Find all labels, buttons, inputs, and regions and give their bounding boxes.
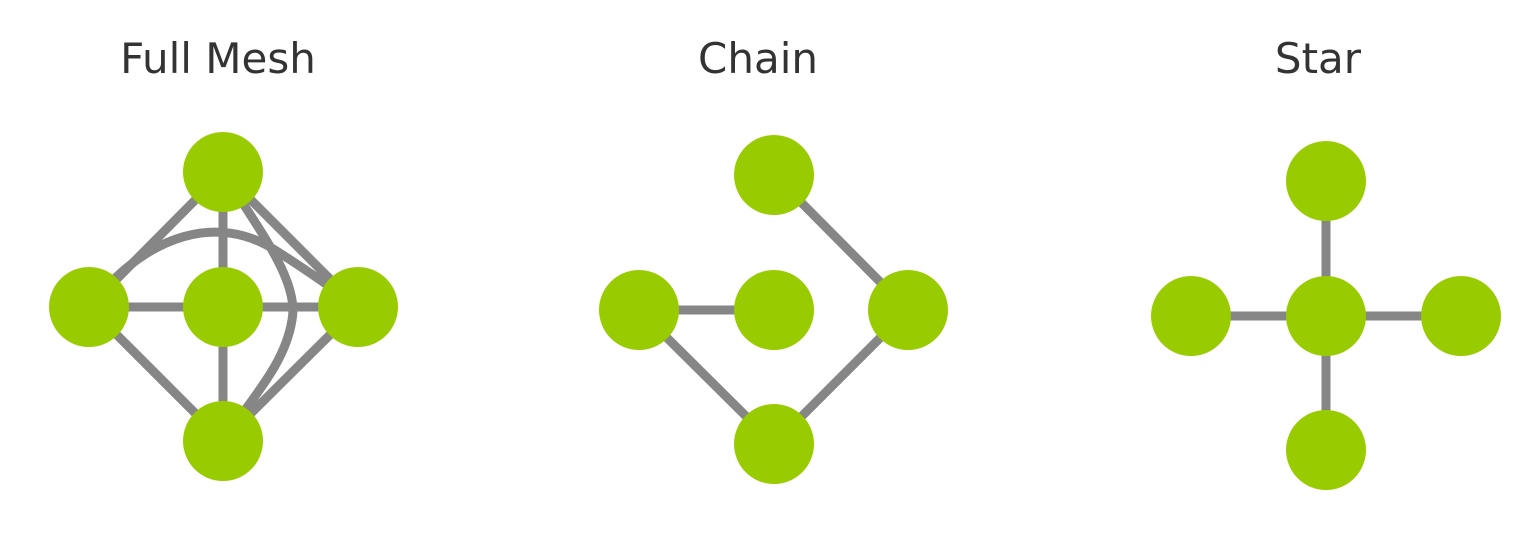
chain-title: Chain xyxy=(698,34,818,83)
mesh-node-bottom xyxy=(183,401,263,481)
mesh-node-left xyxy=(49,267,129,347)
star-title: Star xyxy=(1274,34,1362,83)
star-diagram xyxy=(1151,141,1501,490)
star-node-top xyxy=(1286,141,1366,221)
chain-node-bottom xyxy=(734,404,814,484)
mesh-node-top xyxy=(183,132,263,212)
chain-node-left xyxy=(599,270,679,350)
mesh-edge-top-bottom-curve xyxy=(219,169,298,444)
chain-node-center xyxy=(734,270,814,350)
star-node-right xyxy=(1421,276,1501,356)
chain-node-right xyxy=(868,270,948,350)
full-mesh-diagram xyxy=(49,132,398,481)
star-node-hub xyxy=(1286,276,1366,356)
star-node-bottom xyxy=(1286,410,1366,490)
mesh-node-center xyxy=(183,267,263,347)
star-node-left xyxy=(1151,276,1231,356)
mesh-node-right xyxy=(318,267,398,347)
full-mesh-title: Full Mesh xyxy=(120,34,316,83)
chain-node-top xyxy=(734,135,814,215)
chain-diagram xyxy=(599,135,948,484)
